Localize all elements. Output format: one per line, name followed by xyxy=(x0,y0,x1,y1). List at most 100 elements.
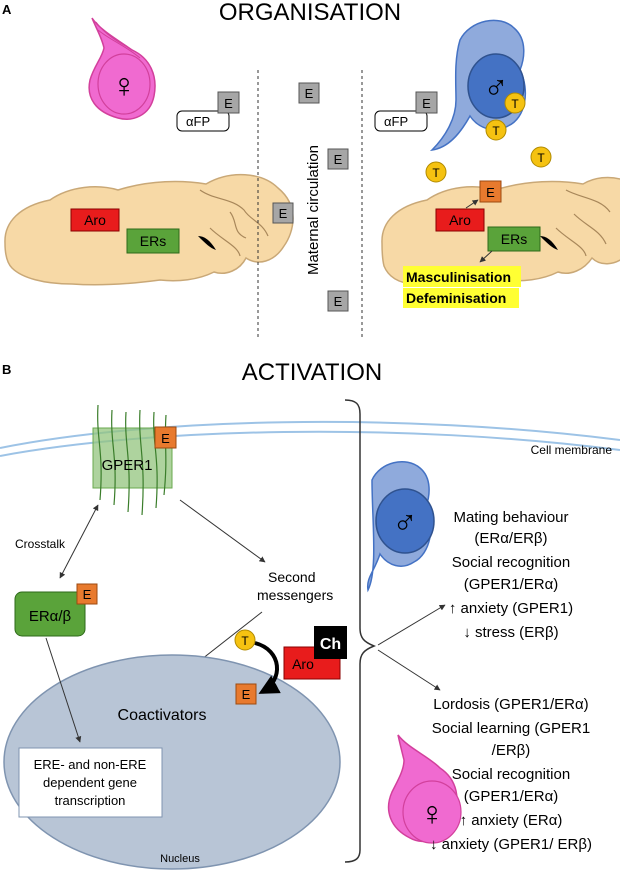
female-effect-item: Social recognition xyxy=(452,766,570,783)
arrow-to-male-effects xyxy=(377,604,446,646)
e-label: E xyxy=(224,96,233,111)
female-effect-item: /ERβ) xyxy=(492,742,531,759)
male-testis-icon-b: ♂ xyxy=(366,461,435,593)
e-label: E xyxy=(422,96,431,111)
arrow-to-female-effects xyxy=(377,649,441,691)
crosstalk-arrow xyxy=(59,504,99,579)
ere-line-1: ERE- and non-ERE xyxy=(34,757,147,772)
nucleus-label: Nucleus xyxy=(160,853,200,865)
e-box xyxy=(272,202,294,224)
male-effect-item: Social recognition xyxy=(452,554,570,571)
cell-membrane-inner xyxy=(0,430,620,457)
ers-box-left xyxy=(126,228,180,254)
e-label: E xyxy=(486,185,495,200)
female-placenta-icon-b: ♀ xyxy=(387,734,462,844)
female-effect-item: Social learning (GPER1 xyxy=(432,720,590,737)
cell-membrane-label: Cell membrane xyxy=(531,443,613,457)
ers-label-right: ERs xyxy=(501,231,527,247)
highlight-masculinisation xyxy=(403,266,521,287)
e-box xyxy=(327,290,349,312)
ers-box-right xyxy=(487,226,541,252)
e-label: E xyxy=(334,152,343,167)
testosterone-circle xyxy=(234,629,256,651)
aro-label-left: Aro xyxy=(84,212,106,228)
panel-a-letter: A xyxy=(2,2,12,17)
female-placenta-icon: ♀ xyxy=(88,17,156,120)
male-effect-item: Mating behaviour xyxy=(453,509,568,526)
ere-transcription-box xyxy=(18,747,163,818)
second-messengers-label-1: Second xyxy=(268,569,315,585)
t-label: T xyxy=(537,151,545,165)
t-label: T xyxy=(432,166,440,180)
male-effects-list: Mating behaviour (ERα/ERβ) Social recogn… xyxy=(449,509,573,641)
e-box-orange xyxy=(235,683,257,705)
female-symbol: ♀ xyxy=(111,67,137,105)
e-box xyxy=(298,82,320,104)
aro-box-left xyxy=(70,208,120,232)
e-label: E xyxy=(242,687,251,702)
er-alpha-beta-box xyxy=(14,591,86,637)
er-to-transcription-arrow xyxy=(45,637,82,743)
testosterone-circles: T T T T T T xyxy=(385,92,552,253)
e-label: E xyxy=(161,431,170,446)
female-effect-item: (GPER1/ERα) xyxy=(464,788,559,805)
afp-box-left xyxy=(176,110,230,132)
male-effect-item: (GPER1/ERα) xyxy=(464,576,559,593)
e-label: E xyxy=(305,86,314,101)
second-messengers-label-2: messengers xyxy=(257,587,333,603)
afp-label-right: αFP xyxy=(384,114,408,129)
t-label: T xyxy=(492,124,500,138)
female-effect-item: Lordosis (GPER1/ERα) xyxy=(433,696,588,713)
ere-line-2: dependent gene xyxy=(43,775,137,790)
ch-label: Ch xyxy=(320,636,341,653)
e-box xyxy=(415,91,438,114)
e-box xyxy=(217,91,240,114)
aro-label-right: Aro xyxy=(449,212,471,228)
cell-membrane-outer xyxy=(0,420,620,449)
gper1-transmembrane-loops xyxy=(97,404,167,516)
aro-to-e-arrow xyxy=(465,199,479,209)
e-box-orange xyxy=(479,180,502,203)
t-label: T xyxy=(511,97,519,111)
effects-bracket xyxy=(344,399,377,863)
e-label: E xyxy=(83,587,92,602)
e-box-orange xyxy=(154,426,177,449)
aro-box-right xyxy=(435,208,485,232)
male-symbol: ♂ xyxy=(483,69,509,107)
ers-label-left: ERs xyxy=(140,233,166,249)
er-alpha-beta-label: ERα/β xyxy=(29,608,72,625)
ers-to-outcome-arrow xyxy=(479,250,493,263)
defeminisation-label: Defeminisation xyxy=(406,290,506,306)
female-symbol-b: ♀ xyxy=(419,795,445,833)
female-effect-item: ↓ anxiety (GPER1/ ERβ) xyxy=(430,836,592,853)
male-symbol-b: ♂ xyxy=(392,504,418,542)
highlight-defeminisation xyxy=(403,288,519,308)
crosstalk-label: Crosstalk xyxy=(15,537,66,551)
masculinisation-label: Masculinisation xyxy=(406,269,511,285)
male-testis-icon: ♂ xyxy=(429,19,527,152)
e-label: E xyxy=(334,294,343,309)
coactivators-label: Coactivators xyxy=(118,707,207,724)
afp-box-right xyxy=(374,110,428,132)
ch-box xyxy=(314,626,347,659)
gper1-to-second-messengers-arrow xyxy=(179,499,266,563)
panel-a-title: ORGANISATION xyxy=(219,0,401,26)
aromatisation-arrow xyxy=(254,641,281,694)
maternal-circulation-label: Maternal circulation xyxy=(305,145,322,275)
male-effect-item: ↓ stress (ERβ) xyxy=(463,624,558,641)
male-effect-item: ↑ anxiety (GPER1) xyxy=(449,600,573,617)
panel-b-letter: B xyxy=(2,362,11,377)
gper1-label: GPER1 xyxy=(102,457,153,474)
e-label: E xyxy=(279,206,288,221)
e-box xyxy=(327,148,349,170)
female-effects-list: Lordosis (GPER1/ERα) Social learning (GP… xyxy=(430,696,592,853)
female-effect-item: ↑ anxiety (ERα) xyxy=(460,812,563,829)
e-box-orange xyxy=(76,583,98,605)
afp-label-left: αFP xyxy=(186,114,210,129)
panel-b-title: ACTIVATION xyxy=(242,359,382,386)
ere-line-3: transcription xyxy=(55,793,126,808)
aro-label: Aro xyxy=(292,656,314,672)
t-label: T xyxy=(241,634,249,648)
male-effect-item: (ERα/ERβ) xyxy=(474,530,547,547)
